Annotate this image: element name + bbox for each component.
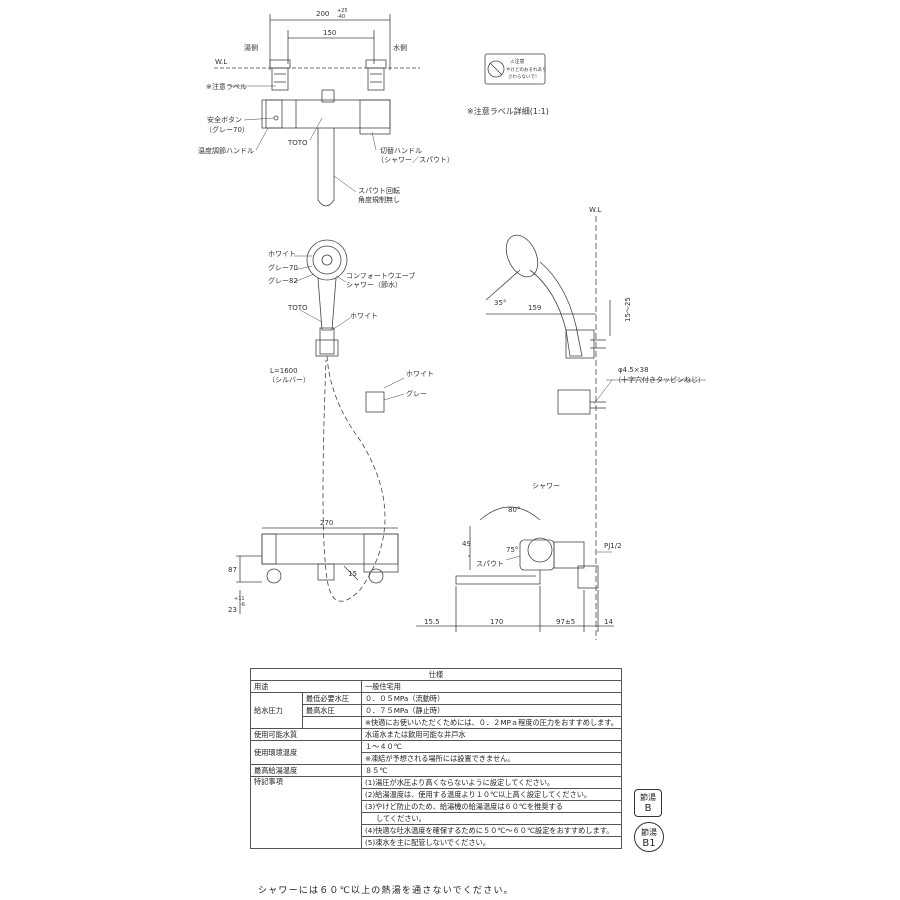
badge-b1: 節湯 B1	[634, 822, 664, 852]
caution-badge-line3: さわらないで！	[508, 73, 539, 80]
note-3b: してください。	[360, 812, 623, 825]
badge-b1-bottom: B1	[642, 838, 656, 849]
wl-label-top: W.L	[215, 58, 227, 66]
angle-15: 15	[348, 570, 357, 578]
spec-table: 仕様 用途 一般住宅用 給水圧力 最低必要水圧 ０．０５MPa（流動時） 最高水…	[250, 668, 623, 849]
shower-white-label: ホワイト	[268, 250, 296, 258]
spout-label: スパウト	[476, 560, 504, 568]
dim-159: 159	[528, 304, 541, 312]
usage-label: 用途	[250, 680, 362, 693]
usage-value: 一般住宅用	[360, 680, 623, 693]
dim-14: 14	[604, 618, 613, 626]
note-5: (5)凍水を主に配管しないでください。	[360, 836, 623, 849]
shower-switch-label: シャワー	[532, 482, 560, 490]
clip-white-label: ホワイト	[406, 370, 434, 378]
spout-rotation-label: スパウト回転	[358, 187, 400, 195]
spout-rotation-sub: 角度規制無し	[358, 195, 400, 204]
comfort-wave-label: コンフォートウエーブ	[346, 271, 415, 280]
dim-15-5: 15.5	[424, 618, 440, 626]
badge-b-top: 節湯	[640, 793, 656, 802]
safety-button-label: 安全ボタン	[207, 115, 242, 124]
badge-b-bottom: B	[644, 803, 652, 814]
footer-warning: シャワーには６０℃以上の熱湯を通さないでください。	[258, 886, 514, 896]
clip-gray-label: グレー	[406, 389, 427, 398]
hot-side-label: 湯側	[244, 43, 258, 52]
note-1: (1)湯圧が水圧より高くならないように設定してください。	[360, 776, 623, 789]
caution-label-box	[484, 53, 546, 85]
no-touch-icon	[487, 60, 505, 78]
bottom-view	[236, 527, 399, 614]
note-2: (2)給湯温度は、使用する温度より１０℃以上高く設定してください。	[360, 788, 623, 801]
shower-gray70-label: グレー70	[268, 263, 298, 272]
dim-270: 270	[320, 519, 333, 527]
dim-overall-tol-down: -40	[337, 14, 345, 20]
dim-23: 23	[228, 606, 237, 614]
hose-color-label: （シルバー）	[268, 376, 310, 384]
water-label: 使用可能水質	[250, 728, 362, 741]
dim-23-tol-down: -6	[240, 602, 245, 608]
brand-shower: TOTO	[287, 304, 308, 312]
comfort-wave-sub: シャワー（節水）	[346, 280, 402, 289]
pressure-note: ※快適にお使いいただくためには、０．２MPａ程度の圧力をおすすめします。	[360, 716, 623, 729]
hot-max-value: ８５℃	[360, 764, 623, 777]
badge-b: 節湯 B	[634, 789, 662, 817]
brand-top: TOTO	[287, 139, 308, 147]
pipe-label: PJ1/2	[604, 542, 622, 550]
hot-max-label: 最高給湯温度	[250, 764, 362, 777]
wl-label-side: W.L	[589, 206, 601, 214]
dim-15-25: 15〜25	[624, 297, 632, 322]
note-4: (4)快適な吐水温度を確保するために５０℃〜６０℃設定をおすすめします。	[360, 824, 623, 837]
screw-label: φ4.5×38	[618, 366, 649, 374]
dim-170: 170	[490, 618, 503, 626]
badge-b1-top: 節湯	[641, 828, 657, 837]
notes-label: 特記事項	[250, 776, 362, 849]
hose-length-label: L=1600	[270, 367, 298, 375]
pressure-max-value: ０．７５MPa（静止時）	[360, 704, 623, 717]
caution-label: ※注意ラベル	[206, 82, 247, 91]
caution-badge-line2: やけどのおそれあり	[506, 66, 547, 73]
note-3a: (3)やけど防止のため、給湯機の給湯温度は６０℃を推奨する	[360, 800, 623, 813]
spec-title: 仕様	[250, 668, 622, 681]
shower-front-view	[293, 239, 405, 602]
hose-clip	[365, 391, 385, 413]
angle-80: 80°	[508, 506, 520, 514]
switch-handle-label: 切替ハンドル	[380, 146, 422, 155]
pressure-label: 給水圧力	[250, 692, 303, 729]
temp-env-value: １〜４０℃	[360, 740, 623, 753]
cold-side-label: 水側	[393, 43, 407, 52]
side-view	[416, 216, 706, 640]
dim-overall-tol-up: +25	[337, 8, 348, 14]
temp-env-label: 使用環境温度	[250, 740, 362, 765]
dim-pitch: 150	[323, 29, 336, 37]
pressure-min-label: 最低必要水圧	[301, 692, 362, 705]
top-view	[214, 14, 420, 207]
temp-handle-label: 温度調節ハンドル	[198, 146, 254, 155]
dim-87: 87	[228, 566, 237, 574]
water-value: 水道水または飲用可能な井戸水	[360, 728, 623, 741]
safety-button-color: （グレー70）	[205, 125, 249, 134]
angle-75: 75°	[506, 546, 518, 554]
dim-49: 49	[462, 540, 471, 548]
shower-gray82-label: グレー82	[268, 276, 298, 285]
switch-handle-sub: （シャワー／スパウト）	[377, 156, 454, 164]
angle-35: 35°	[494, 299, 506, 307]
pressure-min-value: ０．０５MPa（流動時）	[360, 692, 623, 705]
holder-white-label: ホワイト	[350, 312, 378, 320]
temp-env-note: ※凍結が予想される場所には設置できません。	[360, 752, 623, 765]
screw-sub: （十字穴付きタッピンねじ）	[614, 375, 705, 384]
dim-97: 97±5	[556, 618, 575, 626]
caution-detail-caption: ※注意ラベル詳細(1:1)	[467, 106, 549, 116]
dim-23-tol-up: +11	[234, 596, 245, 602]
caution-badge-line1: ⚠注意	[510, 58, 524, 65]
dim-overall: 200	[316, 10, 329, 18]
pressure-max-label: 最高水圧	[301, 704, 362, 717]
